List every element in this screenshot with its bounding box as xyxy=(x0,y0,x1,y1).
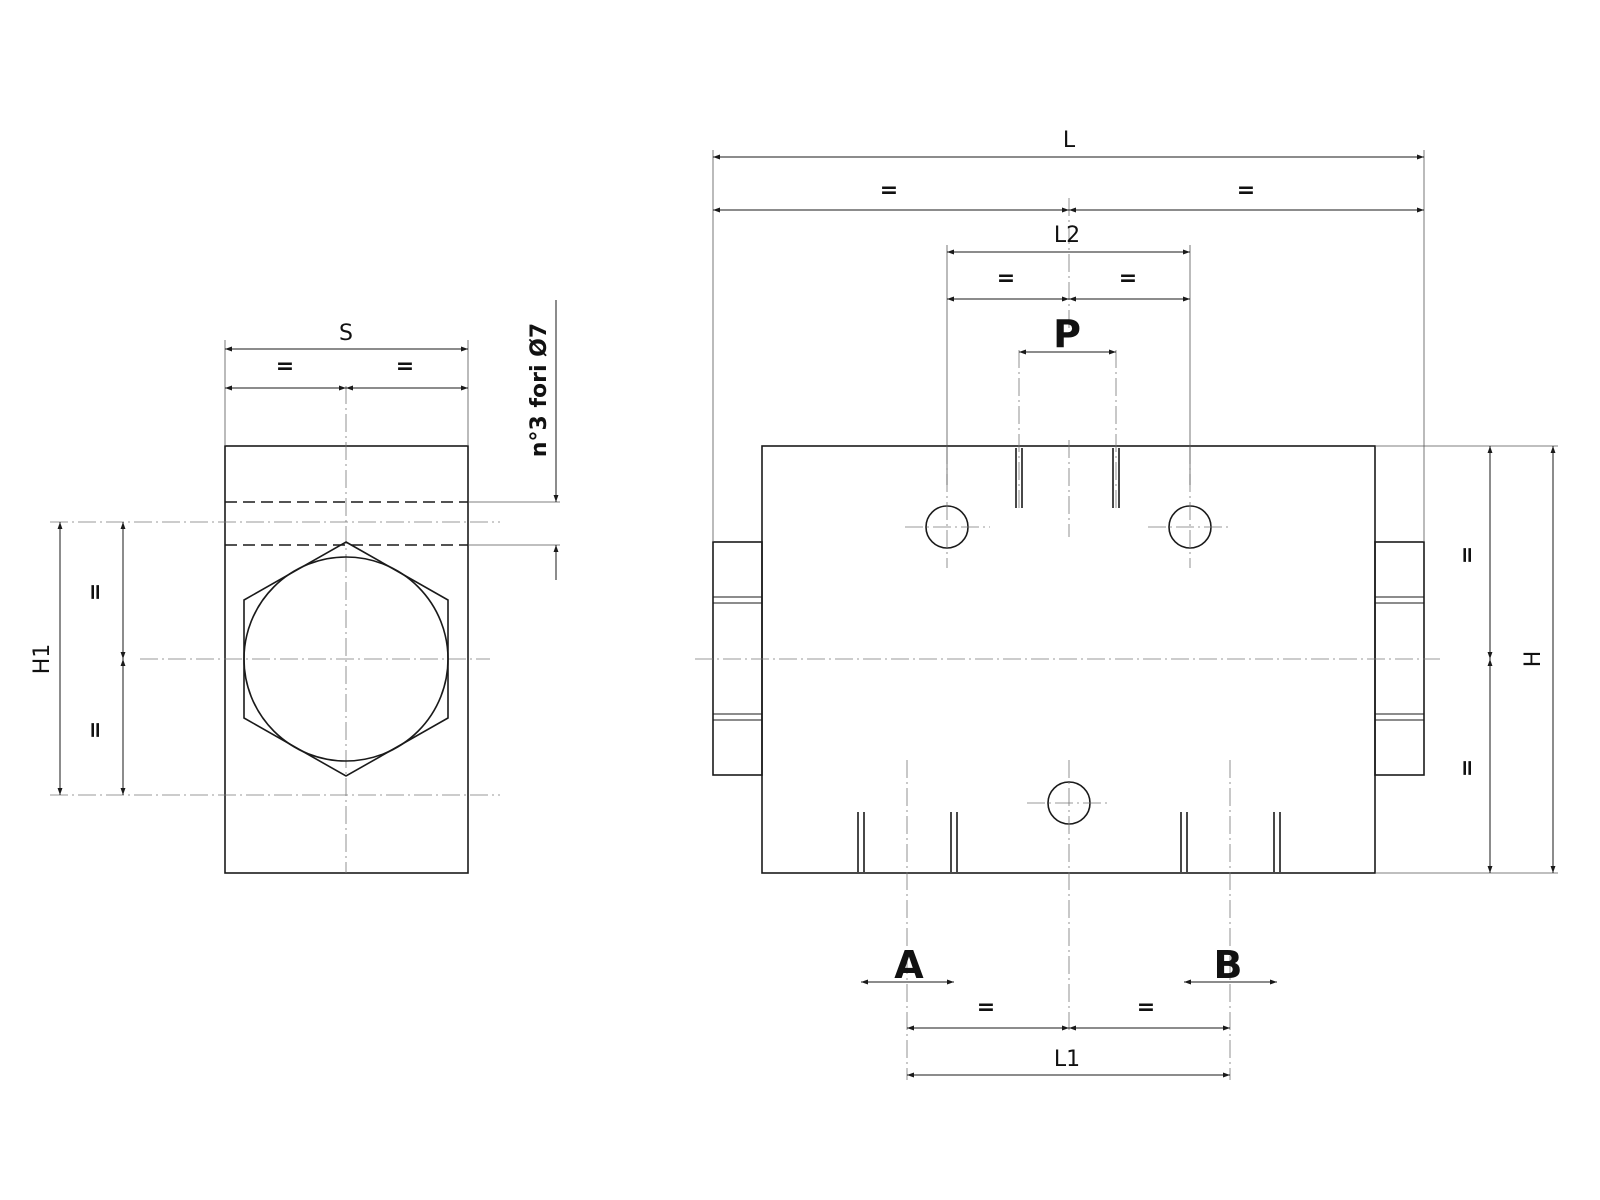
left-fitting xyxy=(712,541,763,776)
l2-half-right-equal: = xyxy=(1119,266,1137,291)
front-view-body xyxy=(761,445,1376,874)
h-half-bottom-equal: = xyxy=(1455,759,1480,777)
port-p-label: P xyxy=(1053,312,1081,356)
h-half-top-equal: = xyxy=(1455,546,1480,564)
right-fitting xyxy=(1374,541,1425,776)
port-b-label: B xyxy=(1214,943,1243,987)
l2-half-left-equal: = xyxy=(997,266,1015,291)
front-view: L = = L2 = = P A B = = L1 xyxy=(695,128,1558,1080)
l1-label: L1 xyxy=(1054,1047,1080,1072)
h1-label: H1 xyxy=(30,644,55,675)
side-view: S = = H1 = = n°3 fori Ø7 xyxy=(30,300,560,874)
s-half-right-equal: = xyxy=(396,354,414,379)
holes-note-label: n°3 fori Ø7 xyxy=(527,323,552,457)
h1-half-top-equal: = xyxy=(83,583,108,601)
l-half-right-equal: = xyxy=(1237,178,1255,203)
s-label: S xyxy=(339,321,353,346)
side-view-body xyxy=(224,445,469,874)
hex-nut-bore-circle xyxy=(243,556,449,762)
s-half-left-equal: = xyxy=(276,354,294,379)
l1-half-left-equal: = xyxy=(977,995,995,1020)
l-label: L xyxy=(1063,128,1076,153)
l1-half-right-equal: = xyxy=(1137,995,1155,1020)
h1-half-bottom-equal: = xyxy=(83,721,108,739)
port-a-label: A xyxy=(894,943,924,987)
l2-label: L2 xyxy=(1054,223,1080,248)
l-half-left-equal: = xyxy=(880,178,898,203)
hex-nut-outline xyxy=(243,541,449,777)
h-label: H xyxy=(1521,651,1546,668)
